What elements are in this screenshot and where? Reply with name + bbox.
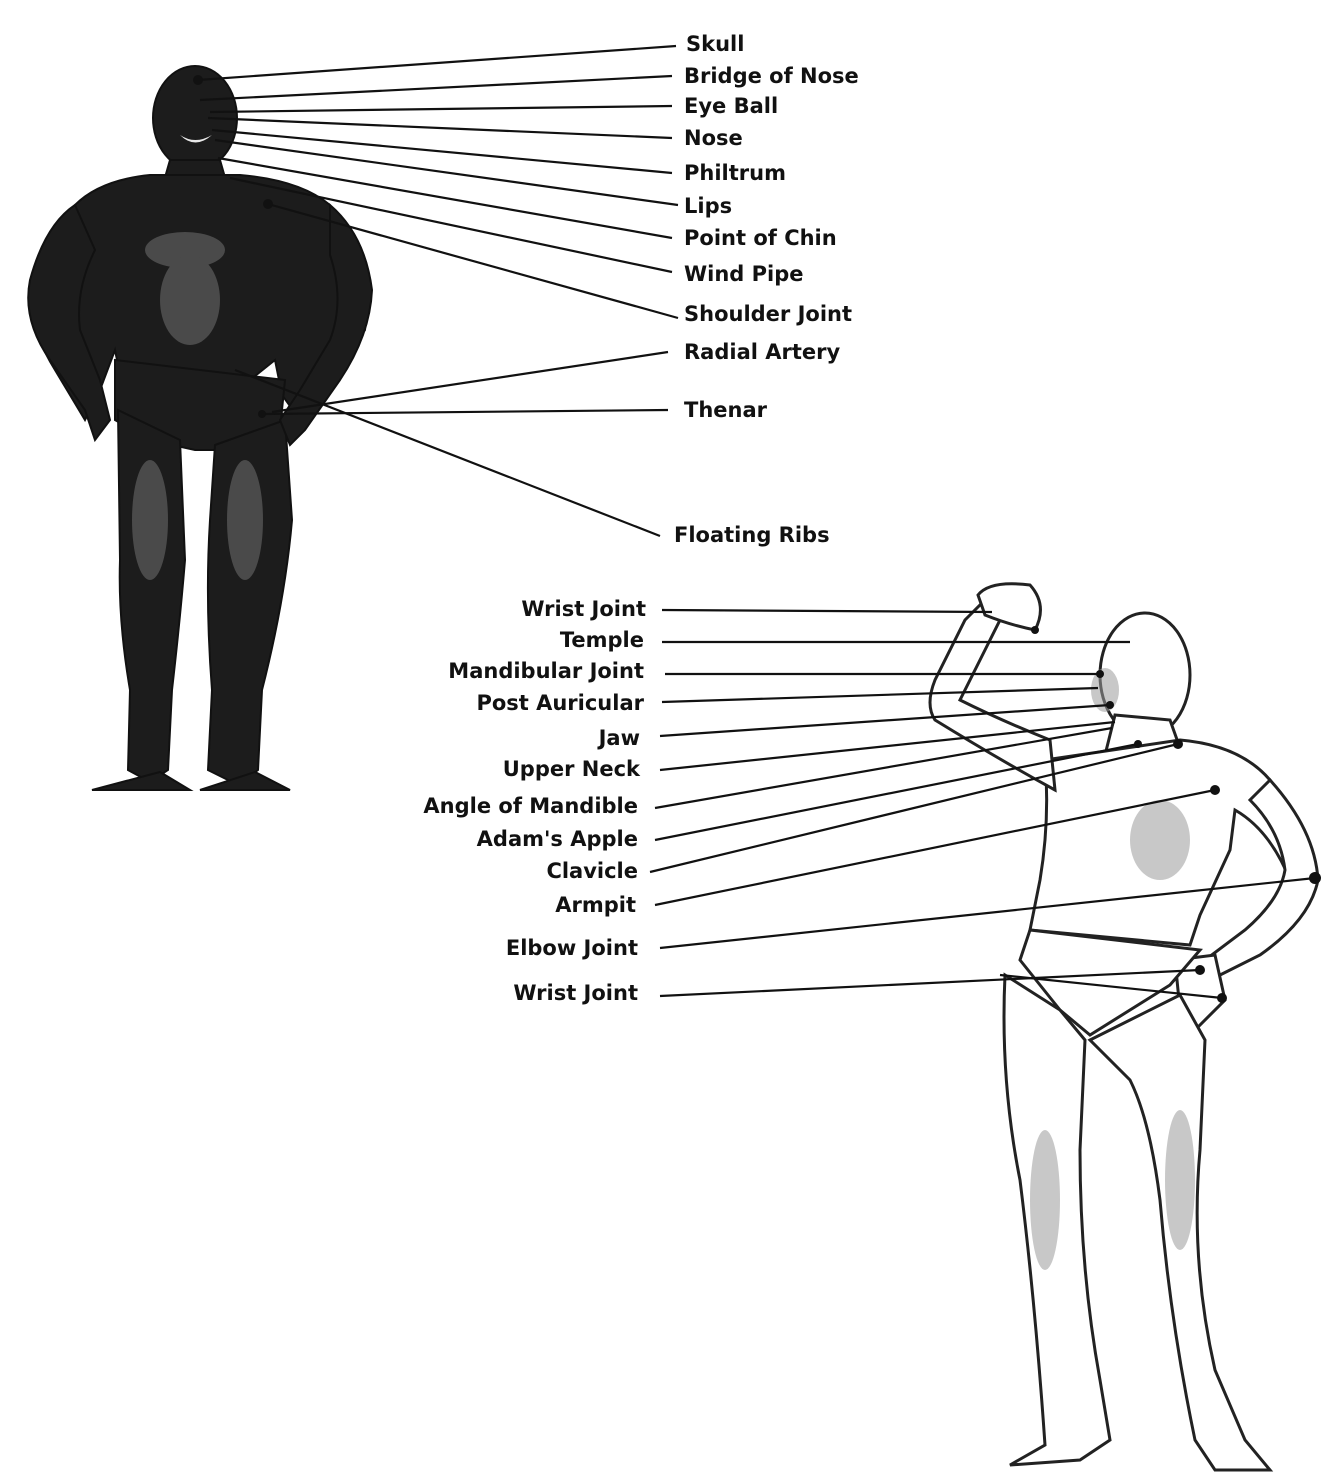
leader-floating-ribs [235, 370, 660, 536]
leader-jaw [660, 705, 1110, 736]
leader-bridge-of-nose [200, 76, 672, 100]
label-floating-ribs: Floating Ribs [674, 525, 830, 546]
label-upper-neck: Upper Neck [503, 759, 640, 780]
label-post-auricular: Post Auricular [476, 693, 644, 714]
leader-armpit [655, 790, 1215, 905]
label-wrist-joint-top: Wrist Joint [521, 599, 646, 620]
label-adams-apple: Adam's Apple [477, 829, 638, 850]
leader-angle-of-mandible [655, 728, 1112, 808]
label-skull: Skull [686, 34, 744, 55]
leader-elbow-joint [660, 878, 1315, 948]
leader-wrist-joint-bottom [660, 970, 1200, 996]
leader-wind-pipe [230, 178, 672, 272]
label-thenar: Thenar [684, 400, 767, 421]
label-clavicle: Clavicle [546, 861, 638, 882]
label-radial-artery: Radial Artery [684, 342, 840, 363]
leader-radial-artery [272, 352, 668, 412]
label-jaw: Jaw [599, 728, 640, 749]
leader-wrist-joint-top [662, 610, 992, 612]
label-nose: Nose [684, 128, 743, 149]
leader-point-of-chin [218, 158, 672, 238]
label-point-of-chin: Point of Chin [684, 228, 837, 249]
label-shoulder-joint: Shoulder Joint [684, 304, 852, 325]
label-eye-ball: Eye Ball [684, 96, 778, 117]
label-temple: Temple [560, 630, 644, 651]
leader-eye-ball [210, 106, 672, 112]
label-lips: Lips [684, 196, 732, 217]
label-bridge-of-nose: Bridge of Nose [684, 66, 859, 87]
leader-wrist-joint-bottom-b [1000, 975, 1222, 998]
leader-philtrum [212, 130, 672, 173]
label-armpit: Armpit [555, 895, 636, 916]
leader-skull [198, 46, 676, 80]
label-wind-pipe: Wind Pipe [684, 264, 804, 285]
leader-post-auricular [662, 688, 1098, 702]
label-angle-of-mandible: Angle of Mandible [423, 796, 638, 817]
label-wrist-joint-bottom: Wrist Joint [513, 983, 638, 1004]
leader-nose [208, 118, 672, 138]
label-philtrum: Philtrum [684, 163, 786, 184]
label-elbow-joint: Elbow Joint [506, 938, 638, 959]
leader-thenar [262, 410, 668, 414]
leader-lips [215, 140, 678, 205]
label-mandibular-joint: Mandibular Joint [448, 661, 644, 682]
leader-adams-apple [655, 744, 1138, 840]
